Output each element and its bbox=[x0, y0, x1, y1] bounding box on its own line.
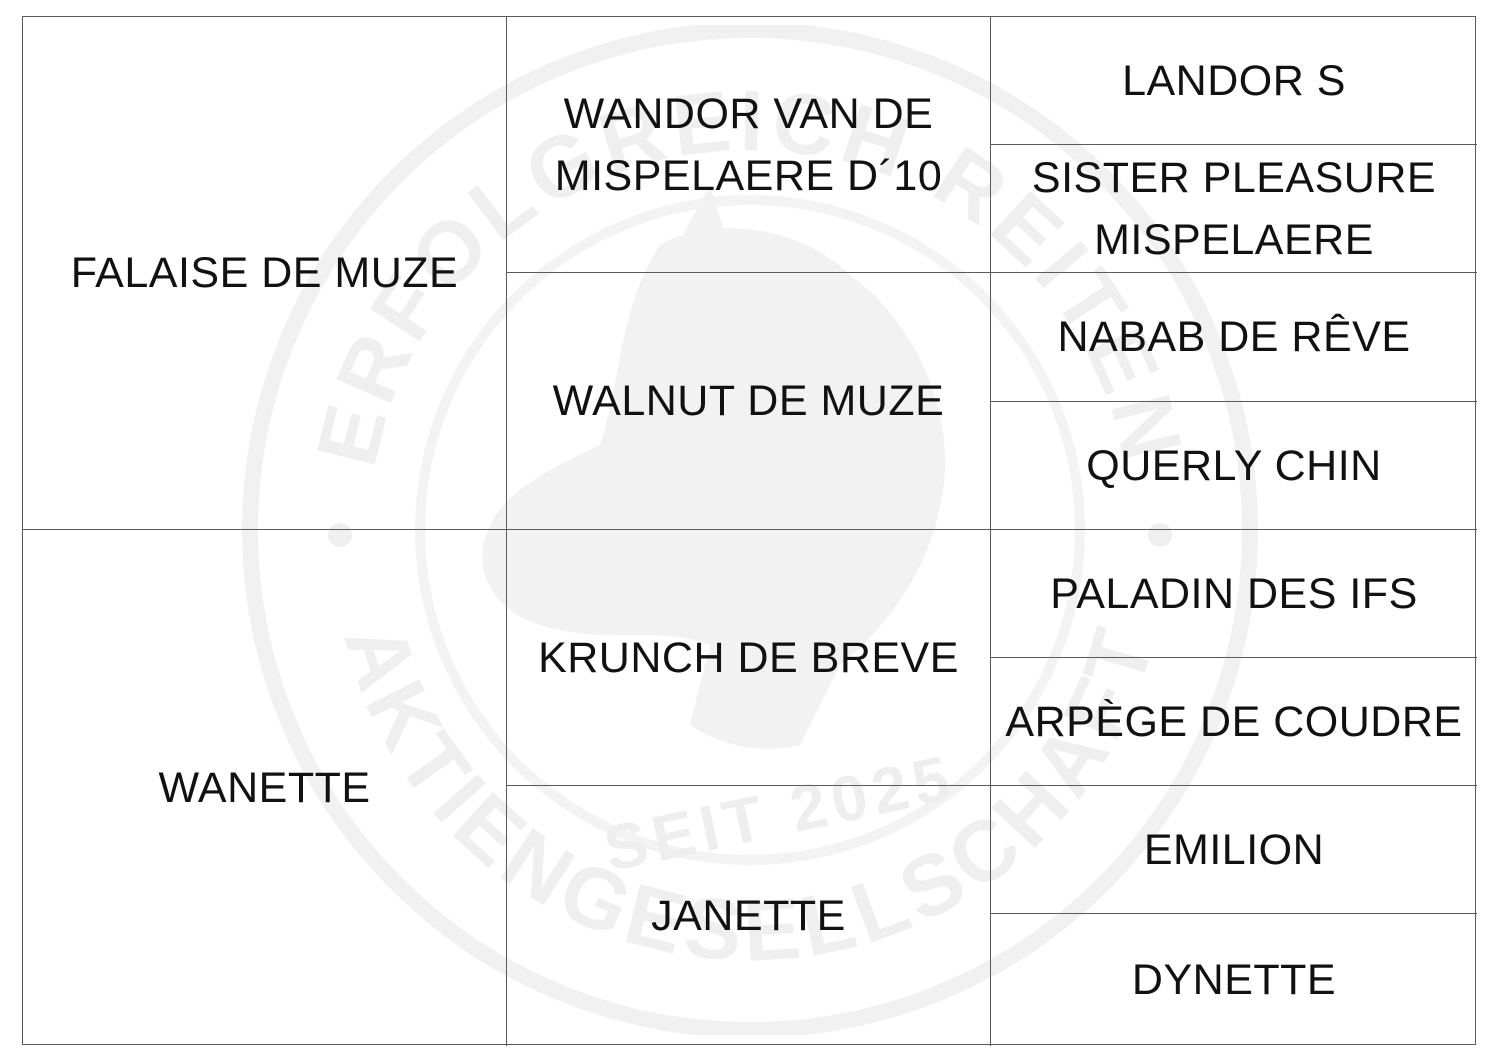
sire-sire-dam-cell: SISTER PLEASURE MISPELAERE bbox=[991, 145, 1477, 273]
dam-cell: WANETTE bbox=[23, 530, 507, 1046]
dam-dam-cell: JANETTE bbox=[507, 786, 991, 1046]
sire-sire-cell: WANDOR VAN DE MISPELAERE D´10 bbox=[507, 17, 991, 273]
sire-cell: FALAISE DE MUZE bbox=[23, 17, 507, 530]
sire-dam-dam-cell: QUERLY CHIN bbox=[991, 402, 1477, 530]
pedigree-table: FALAISE DE MUZE WANDOR VAN DE MISPELAERE… bbox=[22, 16, 1477, 1046]
sire-dam-sire-cell: NABAB DE RÊVE bbox=[991, 273, 1477, 402]
dam-dam-sire-cell: EMILION bbox=[991, 786, 1477, 914]
sire-dam-cell: WALNUT DE MUZE bbox=[507, 273, 991, 530]
dam-sire-sire-cell: PALADIN DES IFS bbox=[991, 530, 1477, 658]
dam-sire-dam-cell: ARPÈGE DE COUDRE bbox=[991, 658, 1477, 786]
dam-sire-cell: KRUNCH DE BREVE bbox=[507, 530, 991, 786]
sire-sire-sire-cell: LANDOR S bbox=[991, 17, 1477, 145]
dam-dam-dam-cell: DYNETTE bbox=[1131, 956, 1337, 1004]
